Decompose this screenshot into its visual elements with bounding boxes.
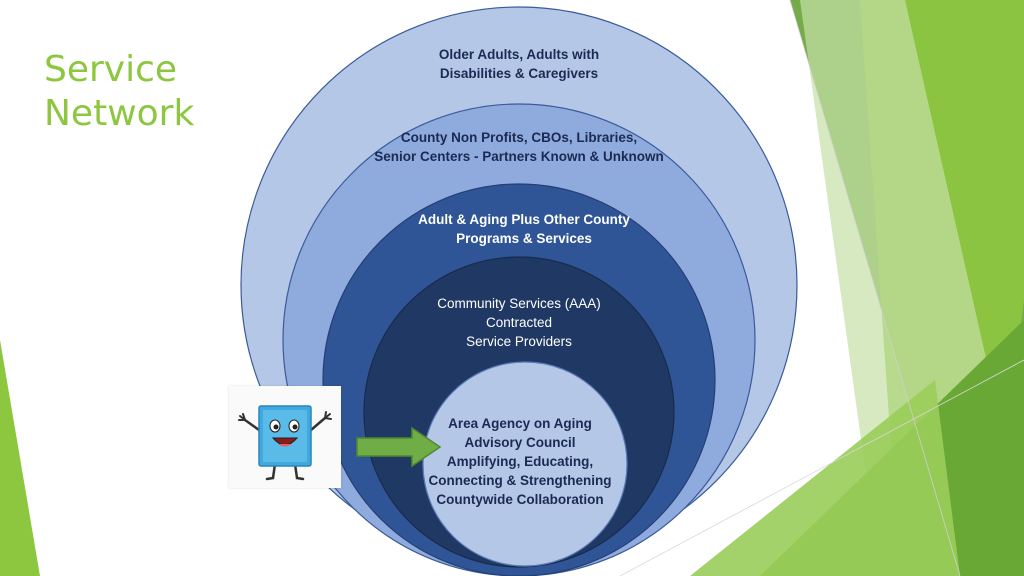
ring-label-line: Adult & Aging Plus Other County [418, 212, 630, 227]
ring-label-line: County Non Profits, CBOs, Libraries, [400, 130, 638, 145]
smiling-blue-square-mascot-icon [229, 386, 341, 488]
ring-label-line: Senior Centers - Partners Known & Unknow… [374, 149, 664, 164]
core-label-area-agency-on-aging: Area Agency on Aging Advisory Council Am… [429, 414, 612, 509]
slide-title-line2: Network [44, 93, 195, 134]
ring-label-line: Connecting & Strengthening [428, 473, 612, 488]
ring-label-line: Advisory Council [464, 435, 576, 450]
ring-label-line: Community Services (AAA) [437, 296, 601, 311]
deco-thin-line-2 [619, 359, 1024, 576]
deco-thin-line-1 [789, 0, 961, 576]
ring-label-older-adults: Older Adults, Adults with Disabilities &… [439, 45, 599, 83]
ring-label-line: Area Agency on Aging [448, 416, 592, 431]
ring-label-line: Programs & Services [456, 231, 592, 246]
deco-green-left-strip [0, 340, 40, 576]
slide-title-line1: Service [44, 49, 178, 90]
ring-label-line: Disabilities & Caregivers [439, 66, 599, 81]
arrow-right-icon [356, 426, 442, 468]
ring-label-community-services: Community Services (AAA) Contracted Serv… [437, 294, 601, 351]
core-circle [422, 361, 628, 567]
slide-title: Service Network [44, 48, 194, 136]
ring-label-county-non-profits: County Non Profits, CBOs, Libraries, Sen… [374, 128, 664, 166]
ring-label-line: Countywide Collaboration [436, 492, 604, 507]
ring-label-adult-aging-plus: Adult & Aging Plus Other County Programs… [418, 210, 630, 248]
ring-label-line: Amplifying, Educating, [446, 454, 594, 469]
deco-green-bottom-panel-2 [690, 380, 960, 576]
ring-label-line: Older Adults, Adults with [438, 47, 600, 62]
ring-label-line: Service Providers [466, 334, 572, 349]
ring-label-line: Contracted [485, 315, 553, 330]
